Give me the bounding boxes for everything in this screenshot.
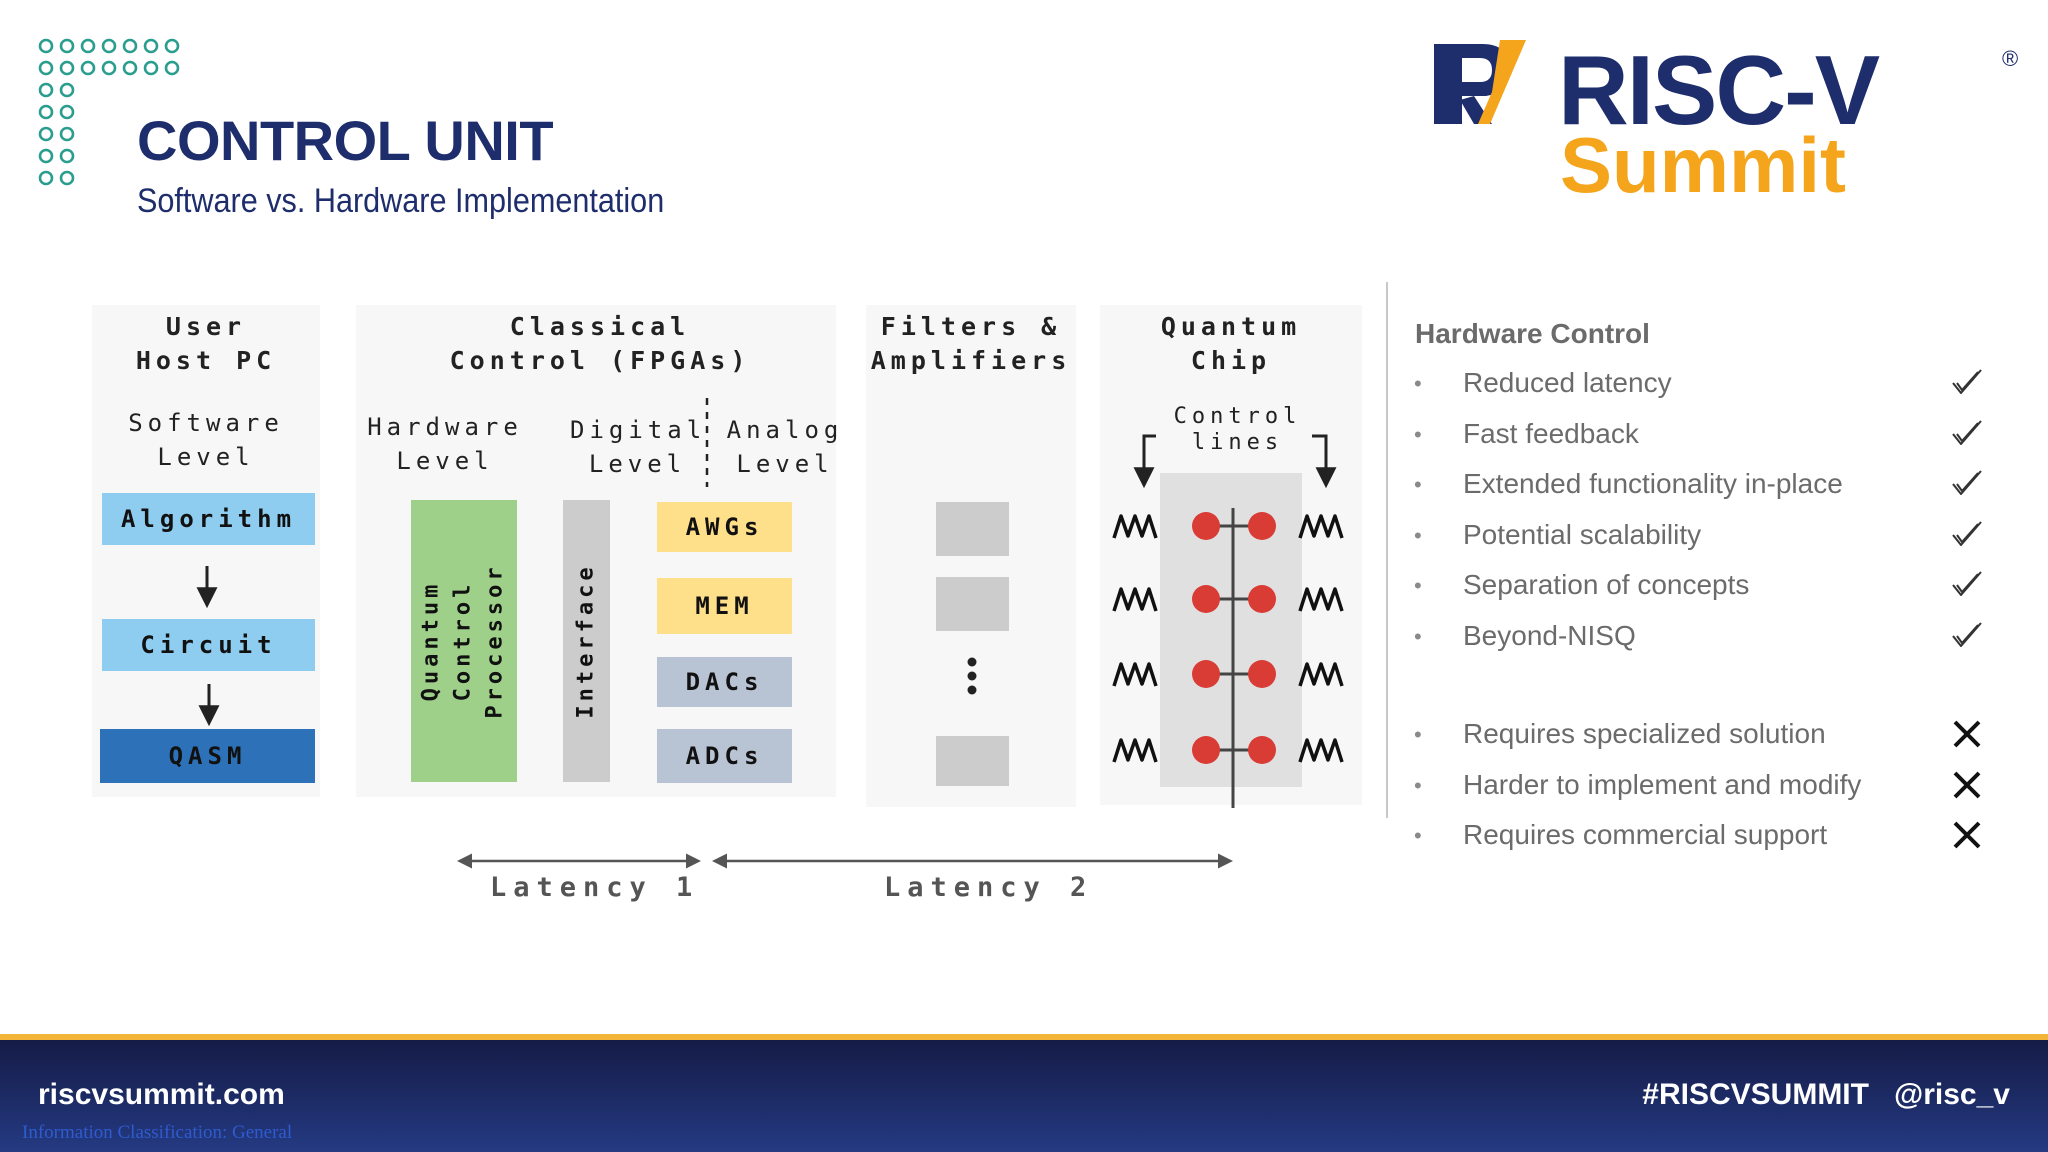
con-item: Requires commercial support: [1463, 819, 1828, 850]
adcs-box: ADCs: [657, 729, 792, 783]
footer-bar: [0, 1040, 2048, 1152]
footer-website: riscvsummit.com: [38, 1078, 285, 1111]
list-bullet: •: [1414, 573, 1422, 598]
qubit-icon: [1192, 512, 1220, 540]
footer-accent-line: [0, 1034, 2048, 1040]
pro-item: Extended functionality in-place: [1463, 468, 1843, 499]
ellipsis-dot: [967, 657, 977, 667]
list-bullet: •: [1414, 623, 1422, 649]
filter-box: [936, 736, 1009, 786]
qubit-icon: [1248, 660, 1276, 688]
checkmark-icon: [1952, 369, 1982, 394]
list-bullet: •: [1414, 421, 1422, 447]
con-item: Harder to implement and modify: [1463, 768, 1862, 800]
qasm-box: QASM: [100, 729, 315, 783]
con-item: Requires specialized solution: [1463, 718, 1826, 749]
analog-level-label: Analog Level: [726, 416, 844, 478]
awgs-box: AWGs: [657, 502, 792, 552]
cross-icon: [1953, 771, 1981, 798]
checkmark-icon: [1952, 621, 1982, 647]
list-bullet: •: [1414, 823, 1422, 848]
filter-box: [936, 577, 1009, 631]
list-bullet: •: [1414, 722, 1422, 747]
registered-mark: ®: [2002, 46, 2018, 71]
signal-wave-icon: [1112, 662, 1158, 687]
control-lines-label: Control lines: [1173, 404, 1302, 455]
panel-filters: [866, 305, 1076, 807]
classical-control-heading: Classical Control (FPGAs): [449, 312, 751, 375]
logo-summit-text: Summit: [1560, 121, 1846, 202]
classification-label: Information Classification: General: [22, 1122, 293, 1143]
list-bullet: •: [1414, 371, 1422, 396]
filter-box: [936, 502, 1009, 556]
signal-wave-icon: [1298, 587, 1344, 612]
list-bullet: •: [1414, 472, 1422, 497]
footer-hashtag: #RISCVSUMMIT: [1642, 1078, 1869, 1111]
control-line-arrow: [1133, 434, 1156, 489]
ellipsis-dot: [967, 685, 977, 695]
checkmark-icon: [1952, 571, 1982, 596]
circuit-box: Circuit: [102, 619, 315, 671]
mem-box: MEM: [657, 578, 792, 634]
list-bullet: •: [1414, 772, 1422, 798]
qubit-rows: [1112, 512, 1344, 764]
hardware-control-title: Hardware Control: [1415, 318, 1650, 349]
qubit-icon: [1192, 585, 1220, 613]
checkmark-icon: [1952, 470, 1982, 495]
hardware-level-label: Hardware Level: [367, 413, 523, 475]
pro-item: Reduced latency: [1463, 367, 1672, 398]
vertical-divider: [1386, 282, 1388, 818]
page-subtitle: Software vs. Hardware Implementation: [137, 182, 665, 220]
pro-item: Beyond-NISQ: [1463, 619, 1636, 651]
ellipsis-dot: [967, 671, 977, 681]
quantum-chip-heading: Quantum Chip: [1160, 312, 1302, 375]
algorithm-box: Algorithm: [102, 493, 315, 545]
risc-v-summit-logo: RISC-V ® Summit: [1434, 35, 2018, 202]
footer-social: #RISCVSUMMIT @risc_v: [1642, 1078, 2010, 1112]
page-title: CONTROL UNIT: [137, 109, 554, 172]
quantum-control-processor-box: Quantum Control Processor: [411, 500, 517, 782]
checkmark-icon: [1952, 520, 1982, 546]
cross-icon: [1953, 821, 1981, 849]
risc-v-mark-icon: [1434, 40, 1526, 124]
cross-icon: [1953, 720, 1981, 748]
qubit-icon: [1248, 585, 1276, 613]
dacs-box: DACs: [657, 657, 792, 707]
pro-item: Separation of concepts: [1463, 569, 1750, 600]
qubit-icon: [1248, 736, 1276, 764]
signal-wave-icon: [1298, 514, 1344, 539]
filters-heading: Filters & Amplifiers: [870, 312, 1072, 375]
digital-level-label: Digital Level: [570, 416, 707, 478]
footer-handle: @risc_v: [1893, 1078, 2010, 1111]
qubit-icon: [1192, 736, 1220, 764]
interface-box: Interface: [563, 500, 610, 782]
signal-wave-icon: [1112, 514, 1158, 539]
checkmark-icon: [1952, 419, 1982, 445]
pro-item: Fast feedback: [1463, 417, 1639, 449]
dot-grid-decoration: [38, 38, 180, 186]
latency-1-label: Latency 1: [490, 872, 700, 903]
signal-wave-icon: [1298, 662, 1344, 687]
signal-wave-icon: [1112, 587, 1158, 612]
list-bullet: •: [1414, 522, 1422, 548]
user-host-heading: User Host PC: [135, 312, 277, 375]
software-level-label: Software Level: [128, 409, 284, 471]
control-line-arrow: [1312, 434, 1337, 489]
qubit-icon: [1248, 512, 1276, 540]
logo-risc-text: RISC-V: [1558, 35, 1880, 145]
latency-2-label: Latency 2: [884, 872, 1094, 903]
signal-wave-icon: [1298, 738, 1344, 763]
qubit-icon: [1192, 660, 1220, 688]
signal-wave-icon: [1112, 738, 1158, 763]
pro-item: Potential scalability: [1463, 518, 1702, 550]
